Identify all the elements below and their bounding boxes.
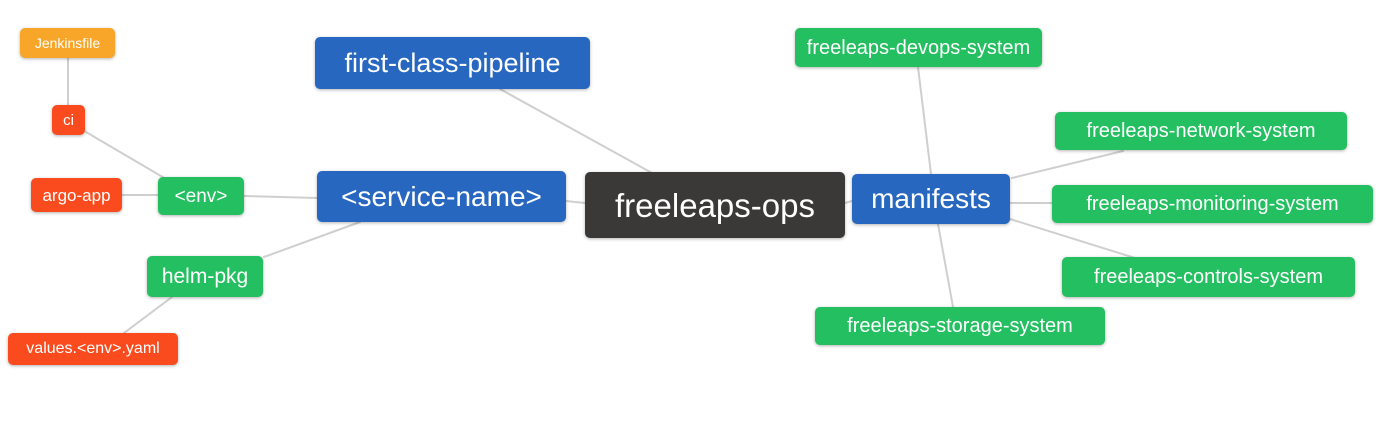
edge-manifests-devops-system (917, 66, 932, 175)
edge-freeleaps-ops-manifests (844, 200, 853, 204)
edge-helm-pkg-values (123, 296, 173, 334)
edge-manifests-controls-system (1009, 218, 1136, 259)
node-service-name[interactable]: <service-name> (317, 171, 566, 222)
edge-service-name-freeleaps-ops (565, 200, 586, 204)
node-freeleaps-network-system[interactable]: freeleaps-network-system (1055, 112, 1347, 150)
edge-env-service-name (243, 195, 318, 199)
node-argo-app[interactable]: argo-app (31, 178, 122, 212)
edge-ci-env (85, 131, 167, 180)
node-env[interactable]: <env> (158, 177, 244, 215)
node-first-class-pipeline[interactable]: first-class-pipeline (315, 37, 590, 89)
node-manifests[interactable]: manifests (852, 174, 1010, 224)
edge-service-name-helm-pkg (263, 221, 361, 258)
node-freeleaps-storage-system[interactable]: freeleaps-storage-system (815, 307, 1105, 345)
node-jenkinsfile[interactable]: Jenkinsfile (20, 28, 115, 58)
edge-pipeline-freeleaps-ops (499, 88, 653, 174)
edge-manifests-storage-system (937, 223, 954, 308)
node-freeleaps-monitoring-system[interactable]: freeleaps-monitoring-system (1052, 185, 1373, 223)
node-helm-pkg[interactable]: helm-pkg (147, 256, 263, 297)
node-values-env-yaml[interactable]: values.<env>.yaml (8, 333, 178, 365)
node-ci[interactable]: ci (52, 105, 85, 135)
node-freeleaps-devops-system[interactable]: freeleaps-devops-system (795, 28, 1042, 67)
edge-manifests-network-system (1011, 150, 1124, 179)
node-freeleaps-ops[interactable]: freeleaps-ops (585, 172, 845, 238)
node-freeleaps-controls-system[interactable]: freeleaps-controls-system (1062, 257, 1355, 297)
